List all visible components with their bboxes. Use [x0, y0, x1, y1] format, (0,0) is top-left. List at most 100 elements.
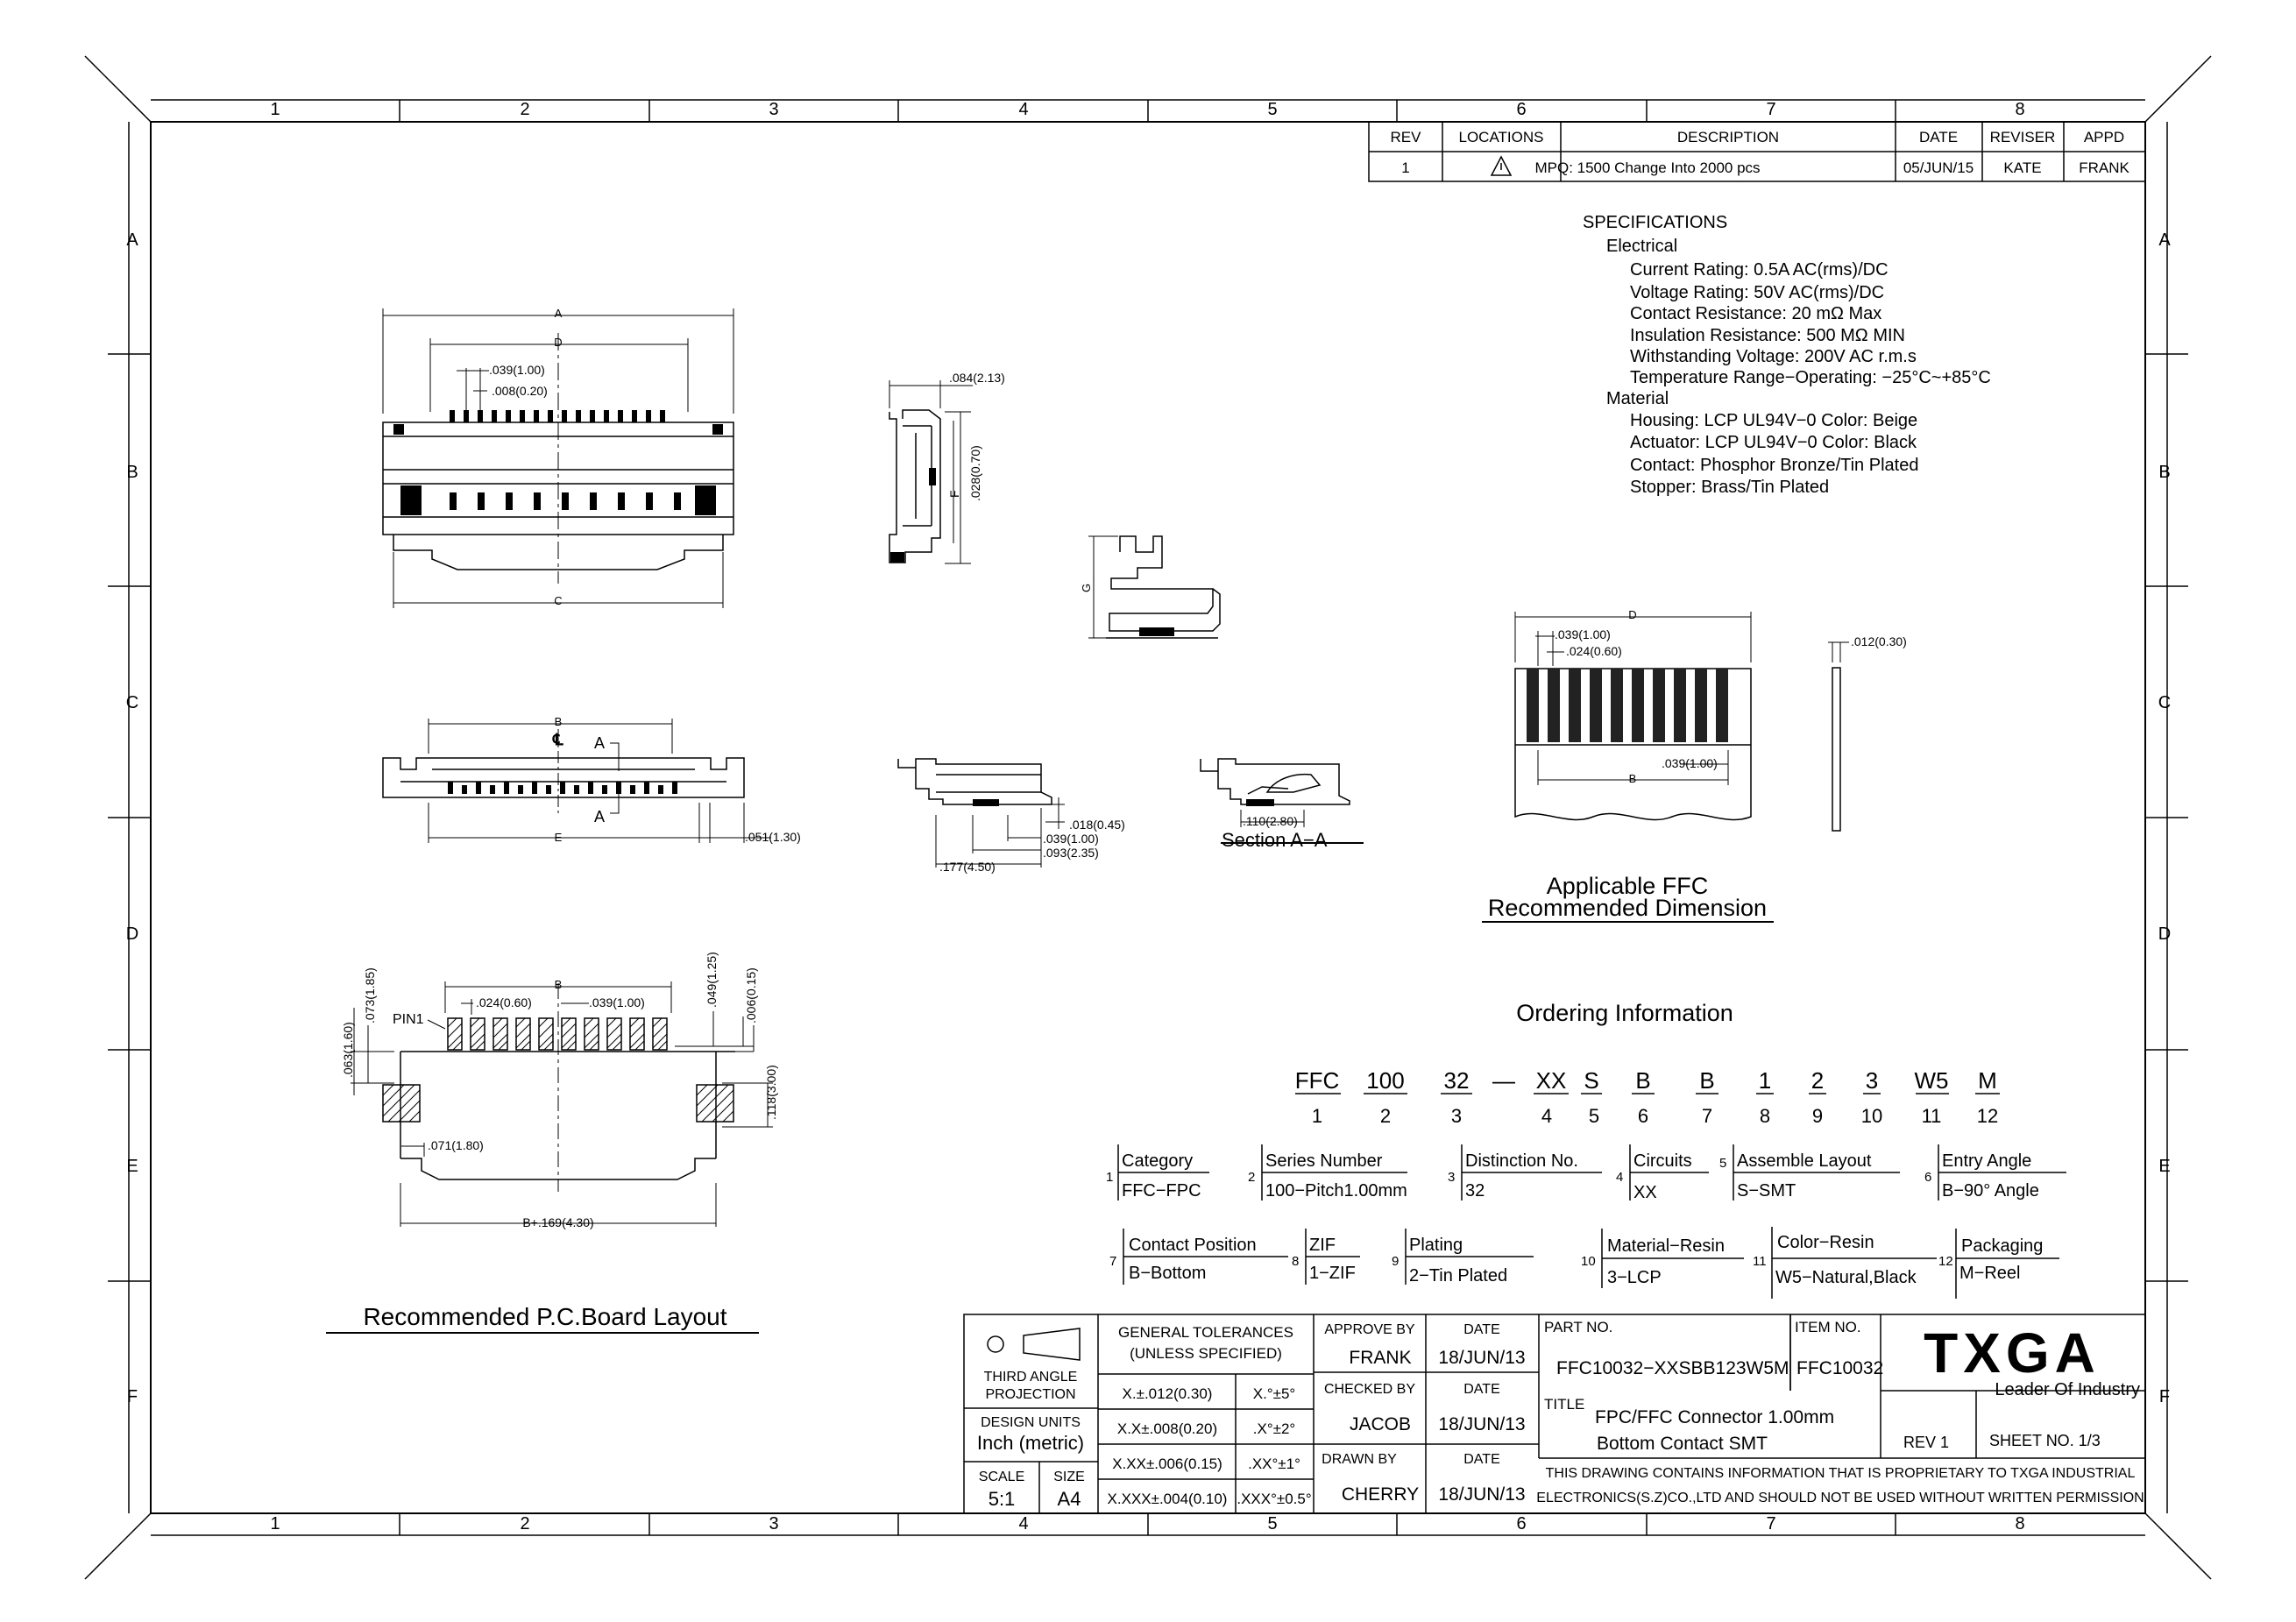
zone-col-4-top: 4: [1018, 100, 1028, 119]
size-value: A4: [1058, 1488, 1081, 1510]
order-code: B: [1635, 1067, 1650, 1094]
pcb-dim-bplus: B+.169(4.30): [522, 1215, 593, 1229]
zone-row-c-right: C: [2158, 693, 2171, 712]
pcb-dim-049: .049(1.25): [705, 952, 719, 1008]
rev-header-reviser: REVISER: [1990, 129, 2056, 145]
order-number: 4: [1541, 1105, 1552, 1127]
zone-col-7-bottom: 7: [1766, 1514, 1775, 1533]
order-field-value: M−Reel: [1959, 1264, 2020, 1283]
front-centerline: ℄: [552, 731, 563, 748]
part-no-label: PART NO.: [1544, 1319, 1612, 1335]
rev-header-rev: REV: [1391, 129, 1422, 145]
order-field-num: 2: [1248, 1170, 1255, 1185]
zone-row-c-left: C: [126, 693, 138, 712]
side-dim-084: .084(2.13): [949, 371, 1005, 385]
top-dim-039: .039(1.00): [489, 363, 545, 377]
front-dim-e: E: [555, 831, 563, 844]
zone-col-6-top: 6: [1516, 100, 1526, 119]
order-field-title: Material−Resin: [1607, 1236, 1725, 1256]
spec-electrical-line: Voltage Rating: 50V AC(rms)/DC: [1630, 283, 1884, 302]
ffc-dim-d: D: [1628, 608, 1636, 621]
checked-date-value: 18/JUN/13: [1438, 1414, 1525, 1434]
order-number: 10: [1861, 1105, 1882, 1127]
zone-row-d-left: D: [126, 924, 138, 944]
order-number: 12: [1977, 1105, 1998, 1127]
iso-view: G: [1080, 535, 1221, 639]
company-logo: TXGA: [1924, 1321, 2101, 1385]
proprietary-notice-1: THIS DRAWING CONTAINS INFORMATION THAT I…: [1546, 1466, 2136, 1481]
scale-label: SCALE: [979, 1470, 1024, 1484]
order-field-num: 9: [1392, 1254, 1399, 1269]
front-dim-b: B: [555, 715, 563, 728]
section-title: Section A−A: [1222, 829, 1328, 851]
ffc-dim-039b: .039(1.00): [1662, 756, 1718, 770]
zone-col-4-bottom: 4: [1018, 1514, 1028, 1533]
front-view: B E ℄ A A .051(1.30): [382, 715, 801, 844]
order-code: B: [1699, 1067, 1714, 1094]
rev-header-date: DATE: [1919, 129, 1958, 145]
zone-row-e-left: E: [126, 1157, 138, 1176]
side-view: .084(2.13) F .028(0.70): [889, 371, 1005, 564]
rev-header-locations: LOCATIONS: [1459, 129, 1544, 145]
title-line-2: Bottom Contact SMT: [1597, 1434, 1768, 1454]
spec-electrical-title: Electrical: [1606, 237, 1677, 256]
order-field-num: 6: [1924, 1170, 1931, 1185]
checked-by-label: CHECKED BY: [1324, 1382, 1415, 1397]
size-label: SIZE: [1053, 1470, 1085, 1484]
zone-row-b-left: B: [126, 463, 138, 482]
spec-electrical-line: Insulation Resistance: 500 MΩ MIN: [1630, 326, 1905, 345]
spec-material-line: Actuator: LCP UL94V−0 Color: Black: [1630, 433, 1917, 452]
order-number: 11: [1922, 1105, 1942, 1127]
order-field-title: Series Number: [1265, 1151, 1383, 1171]
drawn-by-value: CHERRY: [1342, 1484, 1419, 1505]
order-number: 3: [1451, 1105, 1462, 1127]
top-dim-c: C: [554, 594, 562, 607]
spec-electrical-line: Current Rating: 0.5A AC(rms)/DC: [1630, 260, 1889, 280]
order-code: 100: [1366, 1067, 1404, 1094]
tolerance-angular: .XXX°±0.5°: [1237, 1491, 1311, 1507]
order-field-title: Plating: [1409, 1236, 1463, 1255]
order-field-num: 12: [1938, 1254, 1953, 1269]
order-field-value: 100−Pitch1.00mm: [1265, 1181, 1407, 1201]
order-field-title: Packaging: [1961, 1236, 2043, 1256]
revision-table: REV LOCATIONS DESCRIPTION DATE REVISER A…: [1368, 121, 2146, 182]
design-units-value: Inch (metric): [977, 1432, 1084, 1454]
spec-electrical-line: Withstanding Voltage: 200V AC r.m.s: [1630, 347, 1917, 366]
zone-col-1-top: 1: [270, 100, 280, 119]
zone-row-f-right: F: [2159, 1387, 2170, 1406]
zone-col-6-bottom: 6: [1516, 1514, 1526, 1533]
order-field-value: B−90° Angle: [1942, 1181, 2039, 1201]
front-section-a-bottom: A: [594, 808, 605, 825]
side2-dim-093: .093(2.35): [1043, 846, 1099, 860]
order-field-title: ZIF: [1309, 1236, 1336, 1255]
ordering-title: Ordering Information: [1516, 1000, 1733, 1026]
section-a-a: .110(2.80) Section A−A: [1200, 758, 1364, 851]
zone-row-a-left: A: [126, 230, 138, 250]
order-number: 8: [1760, 1105, 1770, 1127]
order-field-num: 7: [1109, 1254, 1116, 1269]
order-code: —: [1492, 1067, 1515, 1094]
revision-triangle-icon: [1490, 155, 1513, 176]
order-field-title: Contact Position: [1129, 1236, 1257, 1255]
order-field-num: 1: [1106, 1170, 1113, 1185]
spec-material-line: Housing: LCP UL94V−0 Color: Beige: [1630, 411, 1917, 430]
zone-col-7-top: 7: [1766, 100, 1775, 119]
order-number: 6: [1638, 1105, 1648, 1127]
order-code: 1: [1759, 1067, 1771, 1094]
zone-row-d-right: D: [2158, 924, 2171, 944]
rev-header-description: DESCRIPTION: [1677, 129, 1779, 145]
tolerance-linear: X.XX±.006(0.15): [1112, 1456, 1222, 1472]
tolerance-angular: .XX°±1°: [1248, 1456, 1300, 1472]
pcb-layout: PIN1 B .024(0.60) .039(1.00) .049(1.25) …: [326, 952, 778, 1334]
checked-by-value: JACOB: [1350, 1414, 1411, 1434]
order-field-title: Color−Resin: [1777, 1233, 1874, 1252]
side2-dim-039: .039(1.00): [1043, 832, 1099, 846]
ffc-dim-b: B: [1629, 772, 1637, 785]
ffc-dim-012: .012(0.30): [1851, 634, 1907, 648]
approve-by-value: FRANK: [1349, 1348, 1411, 1368]
order-field-value: S−SMT: [1737, 1181, 1796, 1201]
zone-row-f-left: F: [127, 1387, 138, 1406]
order-code: W5: [1915, 1067, 1949, 1094]
scale-value: 5:1: [989, 1488, 1016, 1510]
